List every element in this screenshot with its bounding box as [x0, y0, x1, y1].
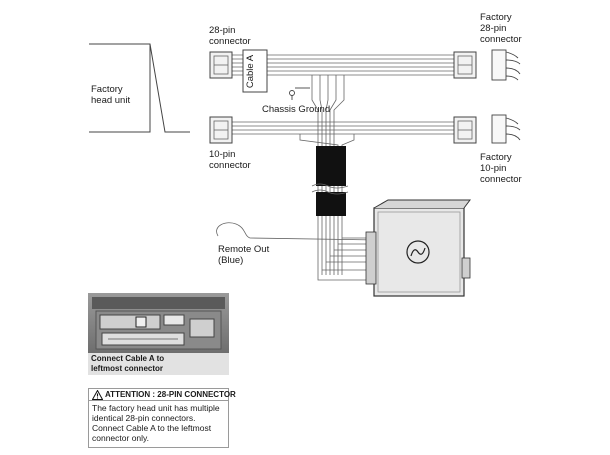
- amplifier-logo-icon: [406, 240, 430, 264]
- head-unit-photo: [88, 293, 229, 353]
- attention-heading-text: ATTENTION : 28-PIN CONNECTOR: [105, 390, 236, 399]
- label-factory-10pin: Factory 10-pin connector: [480, 152, 522, 185]
- loom-break: [311, 183, 349, 195]
- cable-a-box: [242, 49, 268, 93]
- attention-heading: ATTENTION : 28-PIN CONNECTOR: [89, 389, 236, 401]
- attention-box: ATTENTION : 28-PIN CONNECTOR The factory…: [88, 388, 236, 448]
- label-28pin-connector: 28-pin connector: [209, 25, 251, 47]
- attention-body: The factory head unit has multiple ident…: [92, 403, 220, 443]
- label-10pin-connector: 10-pin connector: [209, 149, 251, 171]
- factory-10pin-plug: [491, 114, 521, 144]
- head-unit-outline: [89, 43, 190, 133]
- photo-caption: Connect Cable A to leftmost connector: [88, 353, 229, 375]
- amplifier-unit: [365, 199, 471, 297]
- ground-symbol-icon: [289, 87, 310, 100]
- factory-28pin-plug: [491, 49, 521, 81]
- head-unit-photo-graphic: [92, 297, 225, 350]
- label-factory-head-unit: Factory head unit: [91, 84, 131, 106]
- factory-10pin-connector-a: [453, 116, 477, 144]
- top-harness-wires: [232, 54, 454, 76]
- factory-28pin-connector-a: [453, 51, 477, 79]
- loom-lower: [316, 192, 346, 216]
- remote-out-wire: [216, 222, 379, 241]
- pin10-connector-left: [209, 116, 233, 144]
- pin28-connector-left: [209, 51, 233, 79]
- loom-upper: [316, 146, 346, 186]
- label-factory-28pin: Factory 28-pin connector: [480, 12, 522, 45]
- warning-icon: [92, 390, 103, 400]
- label-remote-out: Remote Out (Blue): [218, 244, 270, 266]
- label-cable-a: Cable A: [245, 54, 257, 89]
- label-chassis-ground: Chassis Ground: [262, 104, 331, 115]
- bottom-harness-wires: [232, 121, 454, 135]
